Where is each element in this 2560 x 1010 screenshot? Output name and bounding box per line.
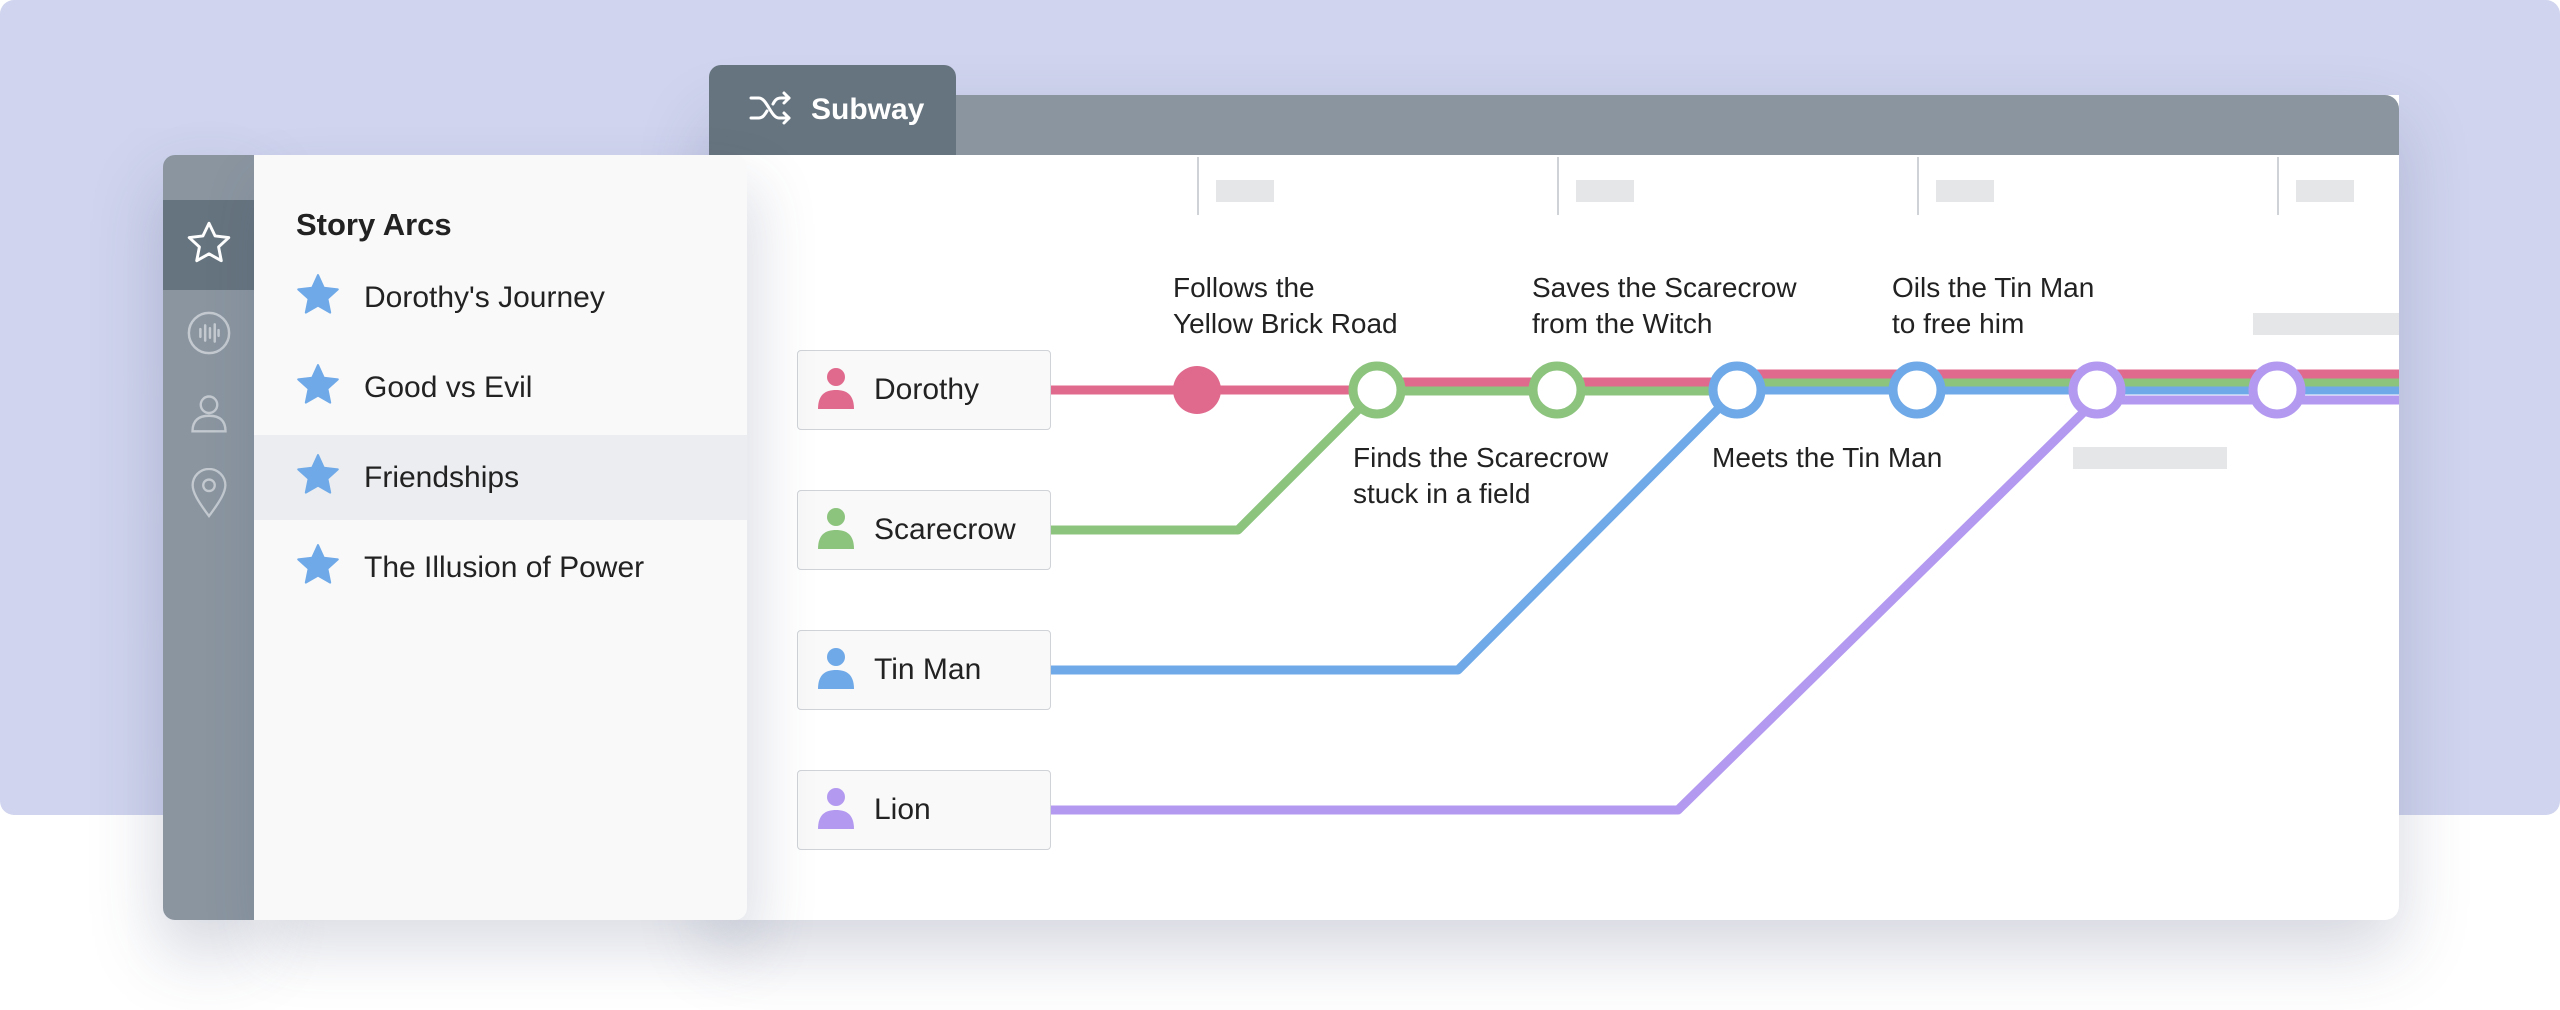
station-saves-scarecrow [1528,361,1586,419]
character-scarecrow[interactable]: Scarecrow [797,490,1051,570]
nav-rail [163,155,254,920]
station-oils-tin-man [1888,361,1946,419]
person-icon [816,786,856,835]
rail-item-story-arcs[interactable] [163,200,254,290]
timeline-tick-label-placeholder [1576,180,1634,202]
story-arcs-panel: Story Arcs Dorothy's Journey Good vs Evi… [254,155,747,920]
station-lion-joins [2068,361,2126,419]
character-name: Tin Man [874,653,982,686]
star-icon [294,271,342,324]
arc-item-good-vs-evil[interactable]: Good vs Evil [254,345,747,430]
station-dorothy [1173,366,1221,414]
person-icon [187,390,231,441]
character-tin-man[interactable]: Tin Man [797,630,1051,710]
person-icon [816,366,856,415]
timeline-tick [1557,157,1559,215]
timeline-tick [2277,157,2279,215]
character-name: Dorothy [874,373,980,406]
panel-title: Story Arcs [296,207,452,242]
arc-label: Dorothy's Journey [364,280,605,314]
window-titlebar [709,95,2399,155]
character-name: Lion [874,793,931,826]
character-dorothy[interactable]: Dorothy [797,350,1051,430]
star-outline-icon [184,218,234,273]
rail-item-places[interactable] [163,450,254,540]
star-icon [294,451,342,504]
event-label: Saves the Scarecrow from the Witch [1532,272,1797,339]
arc-item-illusion-of-power[interactable]: The Illusion of Power [254,525,747,610]
audio-wave-icon [186,310,232,361]
timeline-tick [1917,157,1919,215]
arc-item-dorothys-journey[interactable]: Dorothy's Journey [254,255,747,340]
station-scarecrow-found [1348,361,1406,419]
station-lion-next [2248,361,2306,419]
arc-label: Good vs Evil [364,370,533,404]
tab-label: Subway [811,93,925,126]
tab-subway[interactable]: Subway [709,65,956,155]
star-icon [294,541,342,594]
timeline-tick [1197,157,1199,215]
event-label: Meets the Tin Man [1712,442,1943,473]
arc-item-friendships[interactable]: Friendships [254,435,747,520]
tin-man-line [1051,385,2399,675]
timeline-tick-label-placeholder [2296,180,2354,202]
person-icon [816,506,856,555]
shuffle-icon [749,90,793,131]
timeline-tick-label-placeholder [1936,180,1994,202]
event-label: Follows the Yellow Brick Road [1173,272,1398,339]
rail-item-audio[interactable] [163,290,254,380]
station-meets-tin-man [1708,361,1766,419]
arc-label: The Illusion of Power [364,550,645,584]
star-icon [294,361,342,414]
person-icon [816,646,856,695]
rail-item-characters[interactable] [163,370,254,460]
arc-label: Friendships [364,460,520,494]
character-name: Scarecrow [874,513,1016,546]
event-label-placeholder [2253,313,2399,335]
event-label-placeholder [2073,447,2227,469]
character-lion[interactable]: Lion [797,770,1051,850]
event-label: Finds the Scarecrow stuck in a field [1353,442,1609,509]
map-pin-icon [189,467,229,523]
timeline-tick-label-placeholder [1216,180,1274,202]
lion-line [1051,395,2399,815]
event-label: Oils the Tin Man to free him [1892,272,2095,339]
